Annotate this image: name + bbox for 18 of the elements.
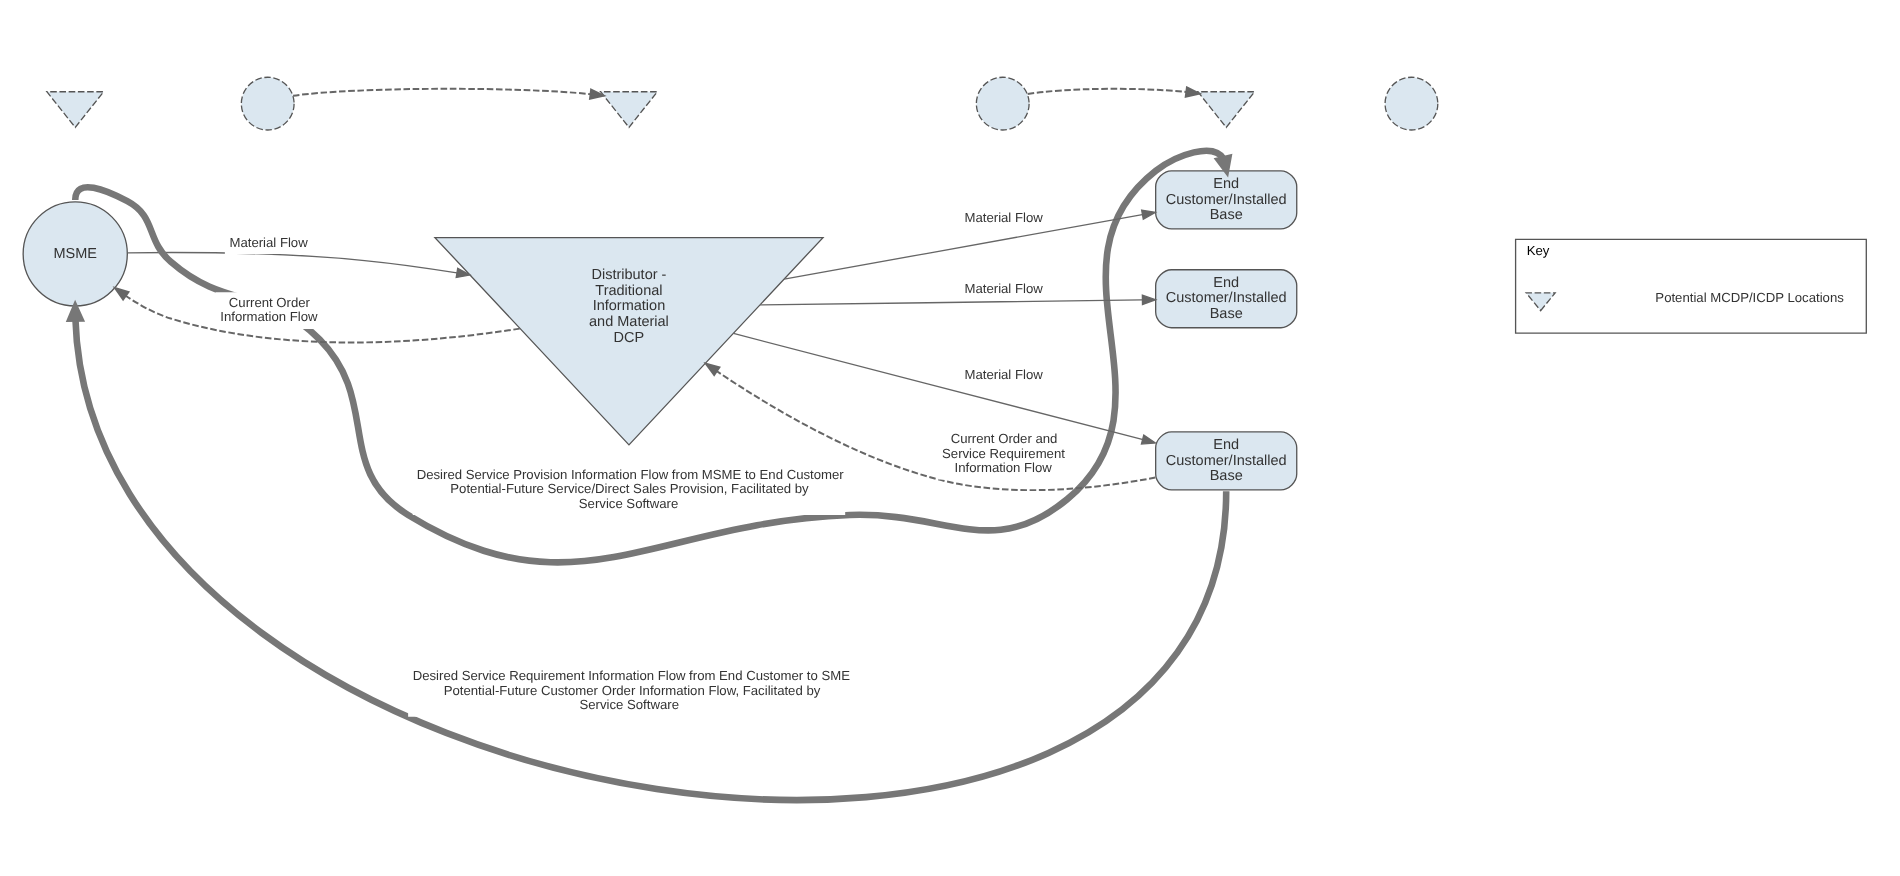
arrow [1026, 84, 1203, 97]
arrow [127, 250, 472, 278]
arrow [783, 208, 1158, 279]
node-triangle [45, 90, 105, 128]
node-circle [1384, 75, 1439, 130]
arrow [112, 285, 521, 343]
node-triangle [1196, 90, 1256, 128]
arrow [759, 293, 1158, 305]
node-triangle [599, 90, 659, 128]
node-circle: MSME [22, 200, 128, 306]
arrow [292, 86, 607, 100]
node-box: End Customer/Installed Base [1155, 430, 1298, 490]
node-box: End Customer/Installed Base [1155, 169, 1298, 229]
node-box: End Customer/Installed Base [1155, 268, 1298, 328]
node-circle [240, 75, 295, 130]
node-circle [975, 75, 1030, 130]
arrow [65, 298, 1230, 802]
arrow [732, 331, 1158, 444]
